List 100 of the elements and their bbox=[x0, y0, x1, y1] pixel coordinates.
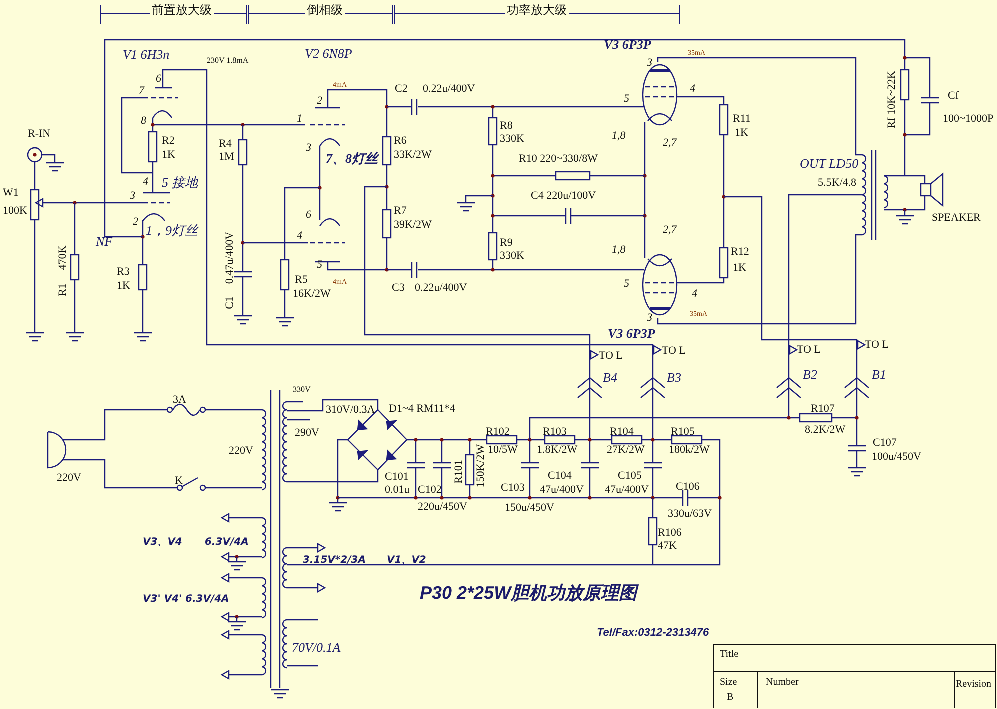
component-label: Size bbox=[720, 677, 738, 688]
component-label: B bbox=[727, 692, 734, 703]
pin-number: 2,7 bbox=[663, 137, 677, 150]
component-label: C106 bbox=[676, 481, 700, 494]
pin-number: 5 bbox=[624, 278, 630, 290]
component-label: 290V bbox=[295, 427, 320, 440]
pin-number: 1 bbox=[297, 113, 302, 126]
component-label: V2 6N8P bbox=[305, 47, 352, 62]
component-label: K bbox=[175, 475, 183, 488]
component-label: V1 6H3n bbox=[123, 48, 170, 62]
component-label: R104 bbox=[610, 426, 634, 438]
component-label: R10 220~330/8W bbox=[519, 153, 598, 166]
pin-number: 2 bbox=[133, 216, 138, 228]
component-label: R8 bbox=[500, 120, 513, 132]
component-label: 33K/2W bbox=[394, 149, 432, 162]
stage-label: 倒相级 bbox=[305, 4, 345, 18]
component-label: SPEAKER bbox=[932, 212, 981, 224]
component-label: 100~1000P bbox=[943, 113, 994, 126]
pin-number: 7 bbox=[139, 85, 144, 98]
component-label: C103 bbox=[501, 482, 525, 494]
component-label: V3' V4' 6.3V/4A bbox=[143, 594, 230, 605]
component-label: Cf bbox=[948, 90, 959, 102]
component-label: 0.01u bbox=[385, 484, 410, 496]
component-label: V3 6P3P bbox=[604, 38, 652, 52]
component-label: TO L bbox=[599, 350, 623, 362]
component-label: 8.2K/2W bbox=[805, 424, 846, 436]
component-label: 1K bbox=[162, 149, 176, 162]
component-label: TO L bbox=[797, 344, 821, 356]
component-label: C1 bbox=[224, 296, 236, 310]
stage-label: 功率放大级 bbox=[505, 4, 569, 18]
component-label: 150K/2W bbox=[474, 444, 488, 488]
component-label: 180k/2W bbox=[669, 444, 710, 456]
component-label: 310V/0.3A bbox=[326, 404, 376, 416]
pin-number: 4 bbox=[692, 288, 698, 300]
pin-number: 3 bbox=[647, 312, 652, 324]
component-label: C102 bbox=[418, 484, 442, 496]
pin-number: 5 bbox=[317, 259, 322, 272]
component-label: 220V bbox=[57, 472, 82, 484]
component-label: V3 6P3P bbox=[608, 327, 656, 342]
component-label: TO L bbox=[865, 339, 889, 352]
component-label: 230V 1.8mA bbox=[207, 57, 249, 66]
component-label: Number bbox=[766, 677, 799, 688]
component-label: 5.5K/4.8 bbox=[818, 177, 856, 190]
component-label: R105 bbox=[671, 426, 695, 438]
component-label: C105 bbox=[618, 470, 642, 482]
pin-number: 6 bbox=[306, 209, 312, 222]
pin-number: 3 bbox=[306, 142, 312, 154]
component-label: 220V bbox=[229, 445, 254, 458]
component-label: 7、8灯丝 bbox=[326, 152, 378, 166]
component-label: 5 接地 bbox=[162, 176, 198, 190]
component-label: R103 bbox=[543, 426, 567, 438]
component-label: 100u/450V bbox=[872, 451, 922, 464]
component-label: D1~4 RM11*4 bbox=[389, 403, 456, 416]
component-label: 330K bbox=[500, 133, 524, 146]
component-label: Rf 10K~22K bbox=[886, 71, 898, 129]
component-label: R3 bbox=[117, 266, 130, 278]
component-label: 47K bbox=[658, 540, 677, 552]
component-label: 0.22u/400V bbox=[415, 282, 468, 294]
pin-number: 5 bbox=[624, 93, 630, 106]
component-label: 0.22u/400V bbox=[423, 83, 476, 96]
component-label: R12 bbox=[731, 246, 750, 258]
component-label: 1M bbox=[219, 151, 234, 164]
component-label: R9 bbox=[500, 237, 513, 250]
component-label: 1.8K/2W bbox=[537, 444, 578, 456]
component-label: R5 bbox=[295, 274, 308, 286]
component-label: 100K bbox=[3, 205, 28, 218]
component-label: Title bbox=[720, 649, 739, 660]
component-label: R106 bbox=[658, 527, 682, 540]
component-label: B4 bbox=[603, 371, 618, 386]
component-label: V1、V2 bbox=[387, 555, 426, 566]
pin-number: 2,7 bbox=[663, 224, 677, 236]
component-label: 1K bbox=[733, 262, 746, 274]
component-label: 330V bbox=[293, 386, 311, 395]
pin-number: 1,8 bbox=[612, 244, 626, 256]
component-label: 150u/450V bbox=[505, 502, 554, 514]
stage-label: 前置放大级 bbox=[150, 4, 214, 18]
component-label: 220u/450V bbox=[418, 501, 468, 514]
pin-number: 1,8 bbox=[612, 130, 626, 142]
component-label: OUT LD50 bbox=[800, 157, 859, 172]
component-label: 3.15V*2/3A bbox=[303, 555, 366, 566]
component-label: 47u/400V bbox=[605, 484, 649, 496]
component-label: R11 bbox=[733, 113, 751, 126]
component-label: 6.3V/4A bbox=[205, 537, 249, 548]
component-label: R1 bbox=[56, 284, 70, 296]
component-label: 39K/2W bbox=[394, 219, 432, 232]
component-label: B1 bbox=[872, 368, 886, 382]
component-label: Tel/Fax:0312-2313476 bbox=[597, 627, 710, 640]
pin-number: 6 bbox=[156, 73, 162, 86]
component-label: R107 bbox=[811, 403, 835, 416]
component-label: 3A bbox=[173, 394, 186, 406]
component-label: 470K bbox=[56, 246, 70, 270]
component-label: NF bbox=[96, 235, 113, 250]
component-label: 70V/0.1A bbox=[292, 641, 341, 656]
component-label: C2 bbox=[395, 83, 408, 96]
component-label: C107 bbox=[873, 437, 897, 450]
component-label: V3、V4 bbox=[143, 537, 182, 548]
component-label: W1 bbox=[3, 187, 19, 200]
component-label: 1K bbox=[117, 280, 130, 292]
component-label: 10/5W bbox=[488, 444, 518, 456]
component-label: R2 bbox=[162, 135, 175, 148]
